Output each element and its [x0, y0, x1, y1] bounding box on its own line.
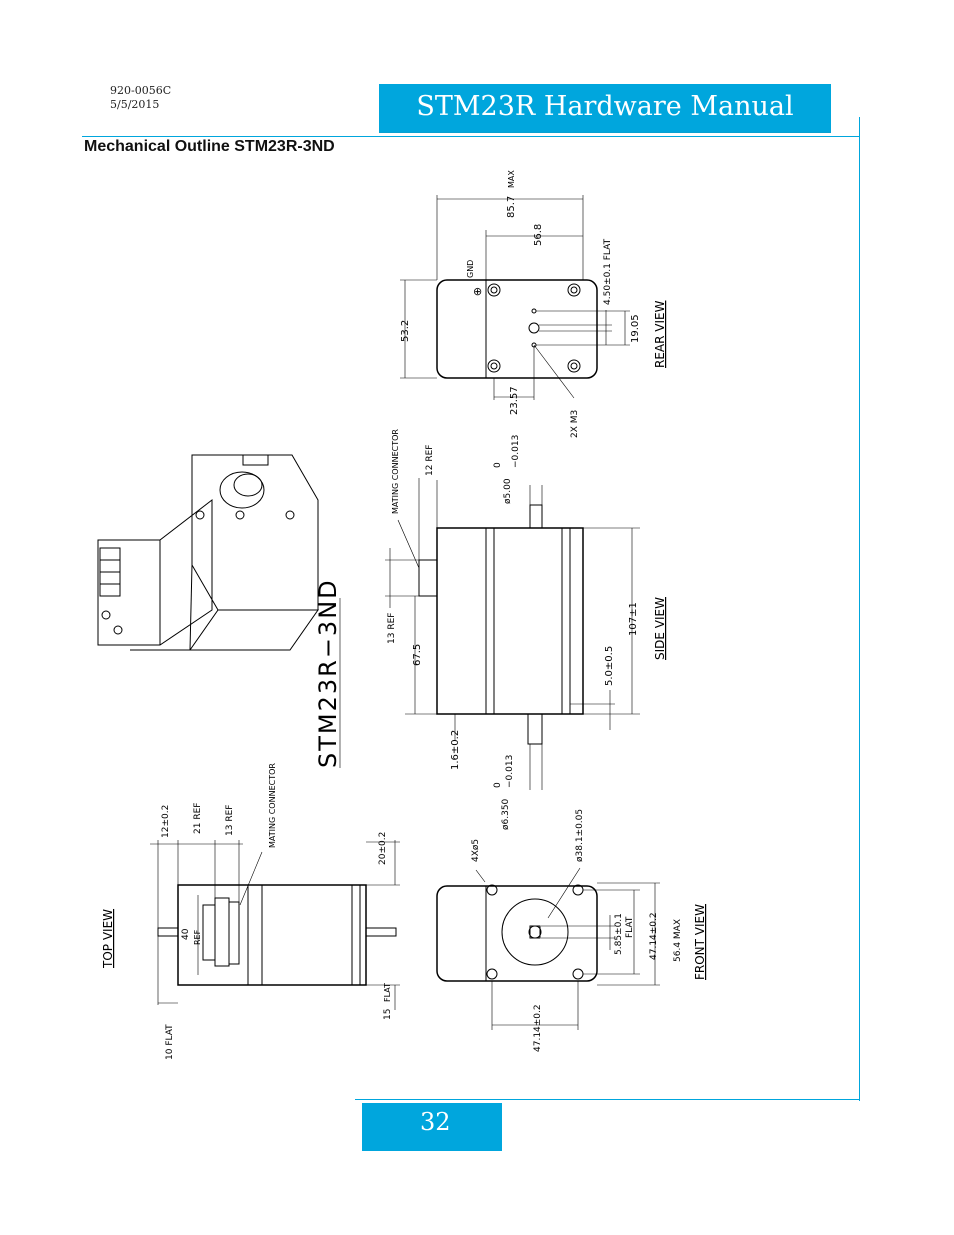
front-dim-564: 56.4 MAX [673, 919, 683, 962]
side-len-5: 5.0±0.5 [604, 646, 615, 686]
front-flat-label: FLAT [625, 916, 635, 938]
top-view: 12±0.2 21 REF 13 REF MATING CONNECTOR 20… [101, 763, 400, 1060]
front-pilot-dia: ø38.1±0.05 [575, 809, 585, 862]
top-connector-label: MATING CONNECTOR [268, 763, 277, 848]
top-dim-20: 20±0.2 [378, 832, 388, 865]
rear-offset-dim: 23.57 [509, 386, 520, 415]
rear-spacing-dim: 19.05 [630, 314, 641, 343]
rear-max-length: 85.7 [506, 196, 517, 218]
manual-title: STM23R Hardware Manual [379, 84, 831, 133]
rear-height-dim: 53.2 [400, 320, 411, 342]
side-shaft-dia: ø5.00 [503, 478, 513, 504]
page-number: 32 [362, 1103, 502, 1151]
top-ref-13: 13 REF [225, 805, 235, 836]
side-tol-zero: 0 [493, 462, 503, 468]
side-tol-minus: −0.013 [511, 435, 521, 468]
top-dim-12: 12±0.2 [161, 805, 171, 838]
rear-screws-label: 2X M3 [570, 410, 580, 438]
ground-icon: ⊕ [473, 285, 482, 298]
header-rule [82, 136, 860, 137]
side-shaft-dia2: ø6.350 [501, 798, 511, 830]
front-view: 4Xø5 ø38.1±0.05 5.85±0.1 FLAT 47.14±0.2 … [436, 809, 707, 1052]
front-view-body [436, 885, 598, 982]
front-view-label: FRONT VIEW [693, 904, 707, 980]
front-dim-4714-bottom: 47.14±0.2 [533, 1004, 543, 1052]
rear-view: ⊕ GND 85.7 MAX 56.8 4.50±0.1 FLAT 53.2 1… [400, 170, 667, 438]
top-dim-40: 40 [181, 928, 191, 940]
model-label: STM23R−3ND [314, 578, 342, 768]
rear-max-word: MAX [507, 170, 516, 188]
top-ref-label: REF [193, 929, 202, 945]
document-number: 920-0056C [110, 84, 172, 97]
side-len-16: 1.6±0.2 [450, 730, 461, 770]
side-len-107: 107±1 [628, 602, 639, 636]
rear-view-label: REAR VIEW [653, 300, 667, 368]
top-ref-21: 21 REF [193, 803, 203, 834]
side-len-675: 67.5 [412, 644, 423, 666]
footer-rule [355, 1099, 860, 1100]
side-ref13: 13 REF [387, 613, 397, 644]
document-date: 5/5/2015 [110, 98, 160, 111]
rear-flat-dim: 4.50±0.1 FLAT [603, 238, 613, 305]
side-tol-minus2: −0.013 [505, 755, 515, 788]
front-dim-4714: 47.14±0.2 [649, 912, 659, 960]
front-flat-585: 5.85±0.1 [614, 913, 624, 955]
side-view: MATING CONNECTOR 12 REF ø5.00 0 −0.013 1… [385, 429, 667, 830]
side-connector-label: MATING CONNECTOR [391, 429, 400, 514]
right-margin-rule [859, 117, 860, 1101]
side-ref12: 12 REF [425, 445, 435, 476]
top-view-body [177, 884, 367, 986]
section-heading: Mechanical Outline STM23R-3ND [84, 138, 335, 155]
document-meta: 920-0056C 5/5/2015 [110, 84, 171, 112]
isometric-view [97, 454, 319, 651]
rear-gnd-label: GND [466, 260, 475, 278]
top-view-label: TOP VIEW [101, 909, 115, 969]
top-dim-15: 15 [383, 1009, 393, 1020]
front-holes-label: 4Xø5 [471, 839, 481, 862]
top-dim-10-flat: 10 FLAT [165, 1024, 175, 1060]
side-view-label: SIDE VIEW [653, 597, 667, 660]
side-tol-zero2: 0 [493, 782, 503, 788]
rear-view-body [436, 279, 598, 379]
top-flat-label: FLAT [383, 983, 392, 1002]
side-view-body [436, 527, 584, 715]
rear-body-length: 56.8 [533, 224, 544, 246]
